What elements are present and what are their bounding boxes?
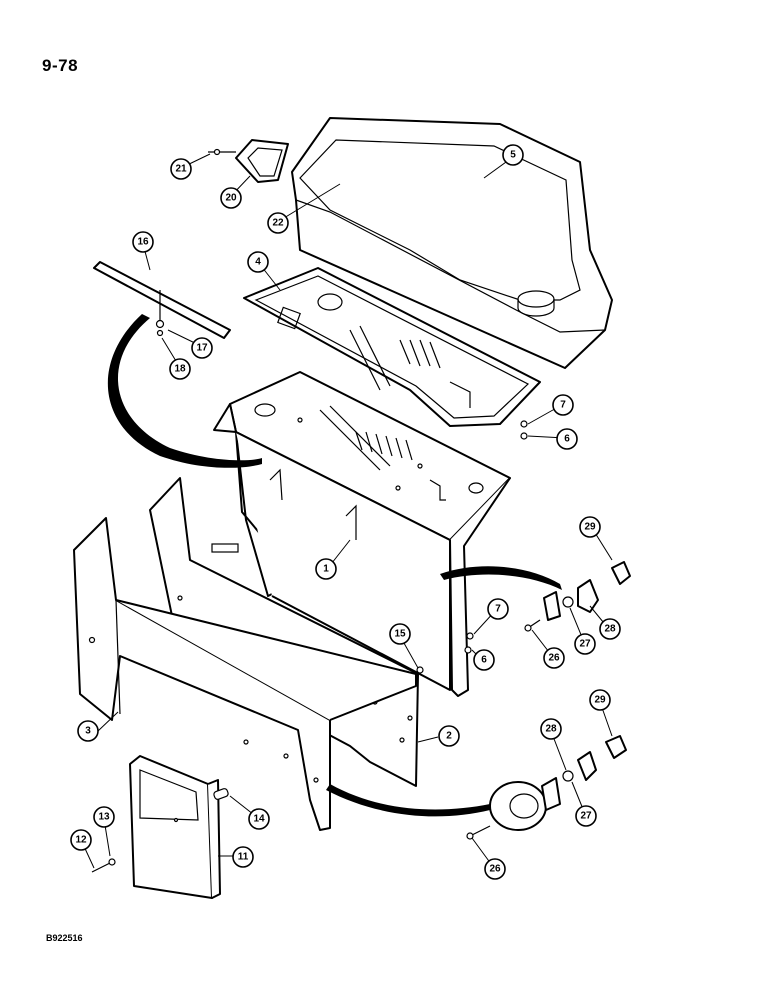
callout-7-upper: 7 [552, 394, 574, 416]
callout-12: 12 [70, 829, 92, 851]
callout-27-lower: 27 [575, 805, 597, 827]
page-number: 9-78 [42, 56, 79, 75]
callout-number: 7 [560, 400, 566, 411]
callout-number: 7 [495, 604, 501, 615]
spacer [213, 788, 229, 800]
callout-number: 27 [579, 639, 591, 650]
bolt-and-washer [91, 858, 116, 873]
callout-4: 4 [247, 251, 269, 273]
callout-13: 13 [93, 806, 115, 828]
callout-17: 17 [191, 337, 213, 359]
assembly-arrows [107, 314, 562, 817]
callout-number: 29 [584, 522, 596, 533]
callout-2: 2 [438, 725, 460, 747]
callout-number: 13 [98, 812, 110, 823]
callout-number: 6 [564, 434, 570, 445]
callout-number: 28 [604, 624, 616, 635]
console-cover [291, 117, 613, 369]
callout-27-upper: 27 [574, 633, 596, 655]
callout-number: 5 [510, 150, 516, 161]
callout-number: 3 [85, 726, 91, 737]
lower-mount-hardware [466, 735, 627, 840]
callout-18: 18 [169, 358, 191, 380]
callout-6-lower: 6 [473, 649, 495, 671]
callout-number: 18 [174, 364, 186, 375]
callout-29-lower: 29 [589, 689, 611, 711]
callout-number: 28 [545, 724, 557, 735]
switch-cover-box [208, 139, 289, 183]
callout-number: 1 [323, 564, 329, 575]
callout-28-lower: 28 [540, 718, 562, 740]
callout-21: 21 [170, 158, 192, 180]
callout-number: 27 [580, 811, 592, 822]
upper-mount-hardware [524, 561, 631, 632]
side-panel-outer [73, 517, 417, 831]
callout-number: 29 [594, 695, 606, 706]
callout-number: 11 [238, 852, 249, 863]
callout-16: 16 [132, 231, 154, 253]
figure-code: B922516 [46, 933, 83, 943]
access-panel [129, 755, 221, 899]
callout-7-lower: 7 [487, 598, 509, 620]
callout-number: 17 [196, 343, 208, 354]
callout-number: 26 [489, 864, 501, 875]
small-fasteners [416, 420, 528, 674]
callout-28-upper: 28 [599, 618, 621, 640]
callout-26-lower: 26 [484, 858, 506, 880]
callout-number: 21 [175, 164, 187, 175]
callout-3: 3 [77, 720, 99, 742]
callout-11: 11 [232, 846, 254, 868]
callout-number: 22 [272, 218, 284, 229]
callout-number: 16 [137, 237, 149, 248]
callout-6-upper: 6 [556, 428, 578, 450]
callout-number: 2 [446, 731, 452, 742]
callout-number: 26 [548, 653, 560, 664]
callout-29-upper: 29 [579, 516, 601, 538]
callout-26-upper: 26 [543, 647, 565, 669]
callout-number: 20 [225, 193, 237, 204]
callout-1: 1 [315, 558, 337, 580]
trim-strip [93, 261, 231, 339]
callout-14: 14 [248, 808, 270, 830]
callout-22: 22 [267, 212, 289, 234]
callout-number: 12 [75, 835, 87, 846]
callout-number: 14 [253, 814, 265, 825]
callout-5: 15 [502, 144, 524, 166]
callout-15: 15 [389, 623, 411, 645]
callout-number: 4 [255, 257, 261, 268]
callout-20: 20 [220, 187, 242, 209]
gasket-plate [243, 267, 541, 427]
callout-number: 6 [481, 655, 487, 666]
callout-number: 15 [394, 629, 406, 640]
